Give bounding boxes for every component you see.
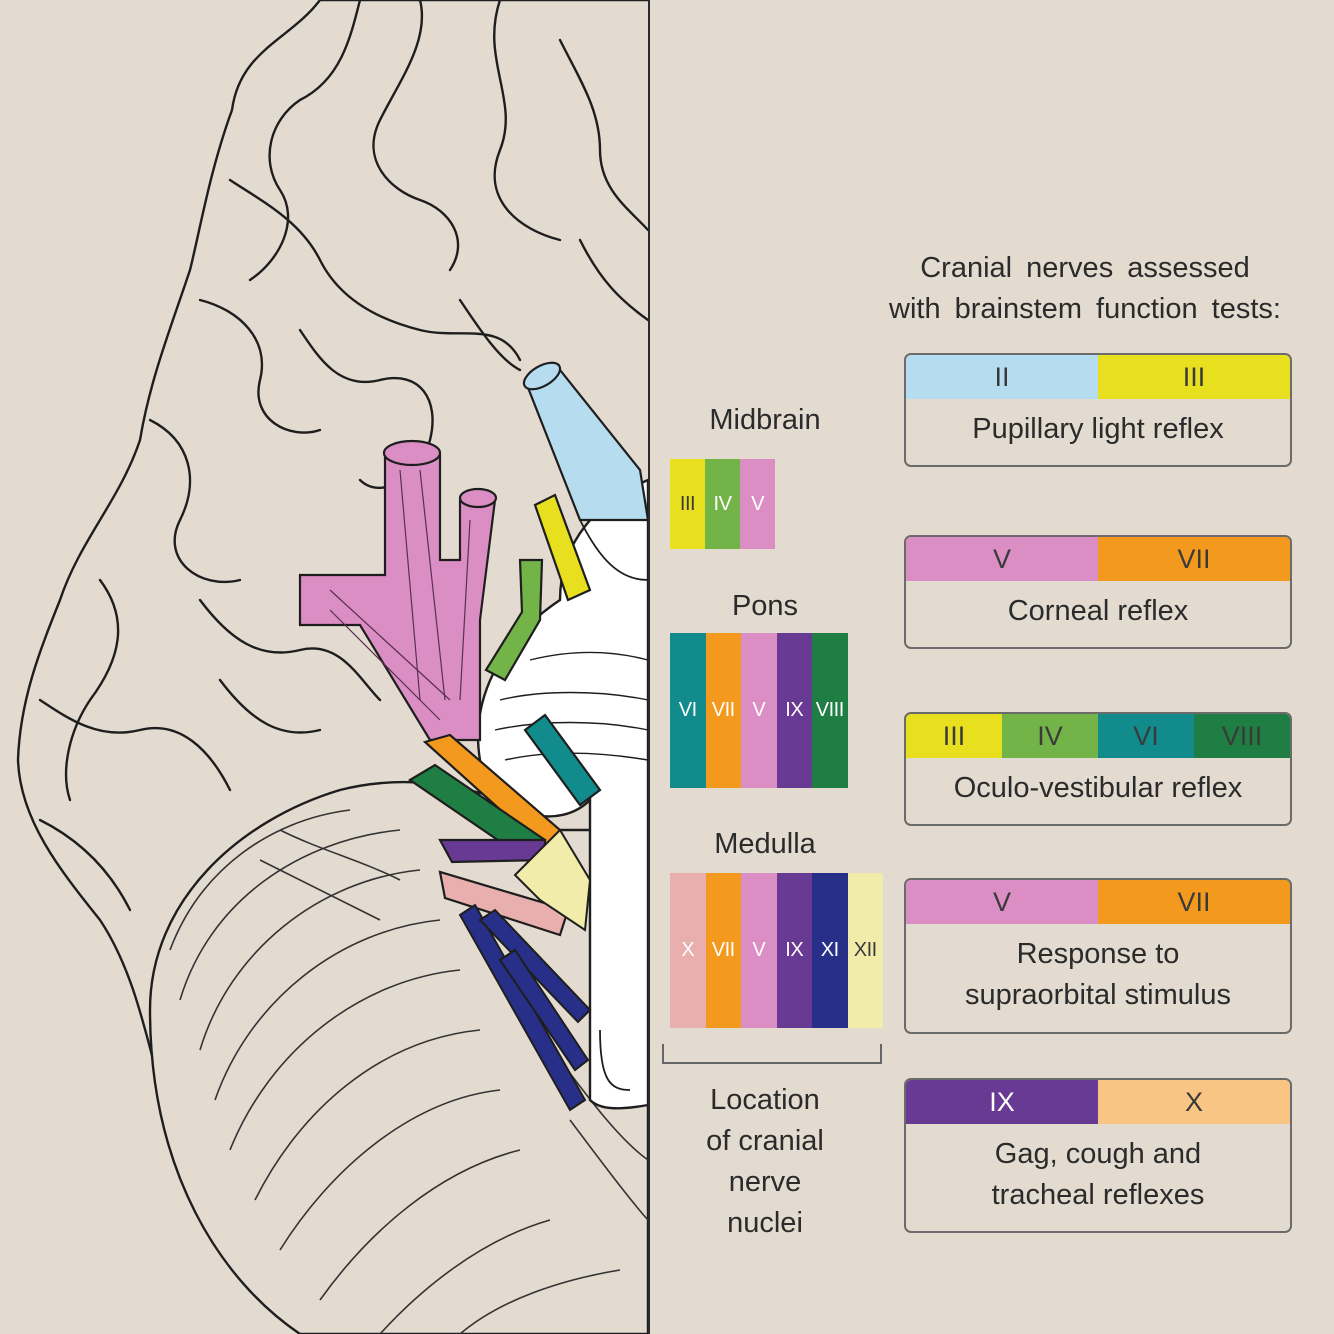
gyrus-line <box>38 698 232 792</box>
nucleus-iii: III <box>670 459 705 549</box>
nerve-segment-x: X <box>1098 1080 1290 1124</box>
pons-label: Pons <box>731 590 799 622</box>
vagus-nerve <box>438 870 570 937</box>
nucleus-v: V <box>741 873 777 1028</box>
nerve-segment-vii: VII <box>1098 537 1290 581</box>
nerve-segment-iv: IV <box>1002 714 1098 758</box>
nucleus-xi: XI <box>812 873 848 1028</box>
nucleus-x: X <box>670 873 706 1028</box>
nerve-segment-ix: IX <box>906 1080 1098 1124</box>
location-caption: Location of cranial nerve nuclei <box>706 1084 824 1239</box>
gyrus-line <box>64 578 120 802</box>
gyrus-line <box>248 0 362 282</box>
nucleus-ix: IX <box>776 873 812 1028</box>
gyrus-line <box>198 598 382 702</box>
gyrus-line <box>228 178 522 362</box>
glossopharyngeal-nerve <box>438 838 547 864</box>
gyrus-line <box>458 298 522 372</box>
nerve-segment-vii: VII <box>1098 880 1290 924</box>
test-name: Corneal reflex <box>1007 595 1189 627</box>
abducens-nerve <box>523 713 602 807</box>
gyrus-line <box>493 0 562 242</box>
gyrus-line <box>558 38 650 232</box>
accessory-nerve <box>458 903 592 1112</box>
midbrain-label: Midbrain <box>709 404 821 436</box>
gyrus-line <box>148 418 242 584</box>
nerve-segment-iii: III <box>1098 355 1290 399</box>
gyrus-line <box>218 678 322 734</box>
nucleus-xii: XII <box>847 873 883 1028</box>
nucleus-ix: IX <box>776 633 812 788</box>
gyrus-line <box>578 238 650 322</box>
nucleus-vii: VII <box>705 873 741 1028</box>
gyrus-line <box>198 298 322 434</box>
nucleus-vii: VII <box>705 633 741 788</box>
oculomotor-nerve <box>533 493 592 602</box>
nuclei-bracket <box>662 1044 882 1064</box>
test-name: Oculo-vestibular reflex <box>953 772 1243 804</box>
hypoglossal-bundle <box>513 828 592 932</box>
midline-divider <box>648 0 650 1334</box>
gyrus-line <box>372 0 460 272</box>
nerve-segment-v: V <box>906 880 1098 924</box>
test-name: Pupillary light reflex <box>972 413 1224 445</box>
nerve-segment-viii: VIII <box>1194 714 1290 758</box>
nucleus-v: V <box>740 459 775 549</box>
test-name: Response to supraorbital stimulus <box>965 938 1231 1011</box>
tests-title: Cranial nerves assessed with brainstem f… <box>889 252 1281 325</box>
trigeminal-nerve <box>298 439 498 742</box>
test-name: Gag, cough and tracheal reflexes <box>991 1138 1205 1211</box>
trochlear-nerve <box>484 558 544 682</box>
optic-nerve <box>522 361 650 522</box>
nerve-segment-iii: III <box>906 714 1002 758</box>
nucleus-viii: VIII <box>812 633 848 788</box>
nucleus-iv: IV <box>705 459 740 549</box>
nucleus-vi: VI <box>670 633 706 788</box>
nerve-segment-vi: VI <box>1098 714 1194 758</box>
nucleus-v: V <box>741 633 777 788</box>
nerve-segment-ii: II <box>906 355 1098 399</box>
medulla-label: Medulla <box>714 828 816 860</box>
gyrus-line <box>38 818 132 912</box>
nerve-segment-v: V <box>906 537 1098 581</box>
brain-illustration <box>16 0 650 1334</box>
